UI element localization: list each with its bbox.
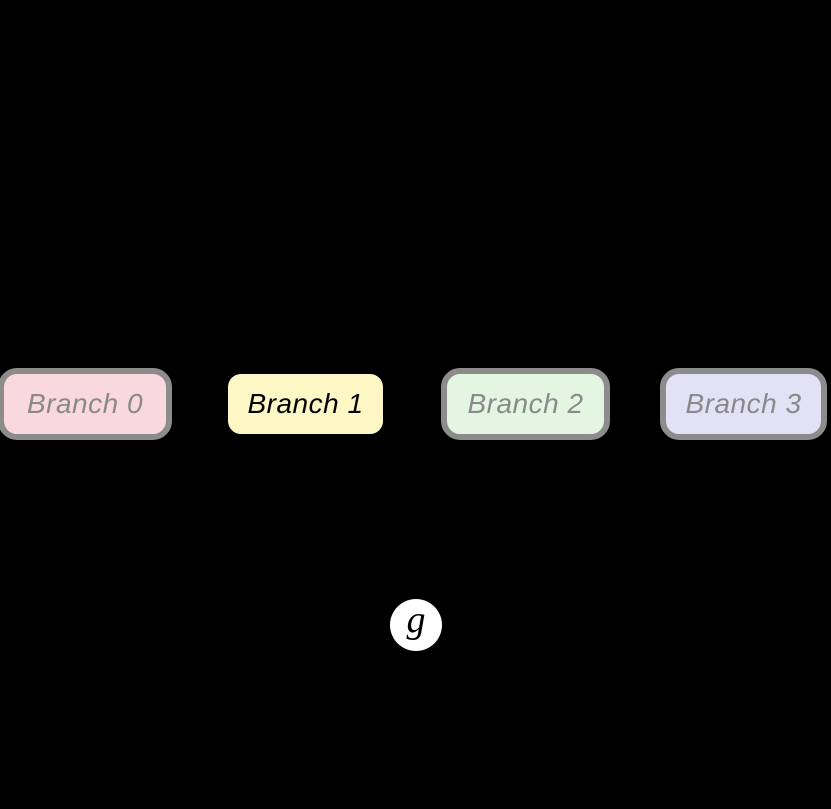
branch-box-0: Branch 0 bbox=[0, 368, 172, 440]
branch-box-1: Branch 1 bbox=[222, 368, 389, 440]
branch-box-2: Branch 2 bbox=[441, 368, 610, 440]
branch-0-label: Branch 0 bbox=[26, 388, 144, 419]
branch-3-label: Branch 3 bbox=[685, 388, 802, 419]
g-node-circle: g bbox=[390, 599, 442, 651]
branch-box-3: Branch 3 bbox=[660, 368, 827, 440]
branch-1-label: Branch 1 bbox=[247, 388, 364, 419]
branch-2-label: Branch 2 bbox=[467, 388, 584, 419]
g-node-label: g bbox=[406, 599, 426, 641]
